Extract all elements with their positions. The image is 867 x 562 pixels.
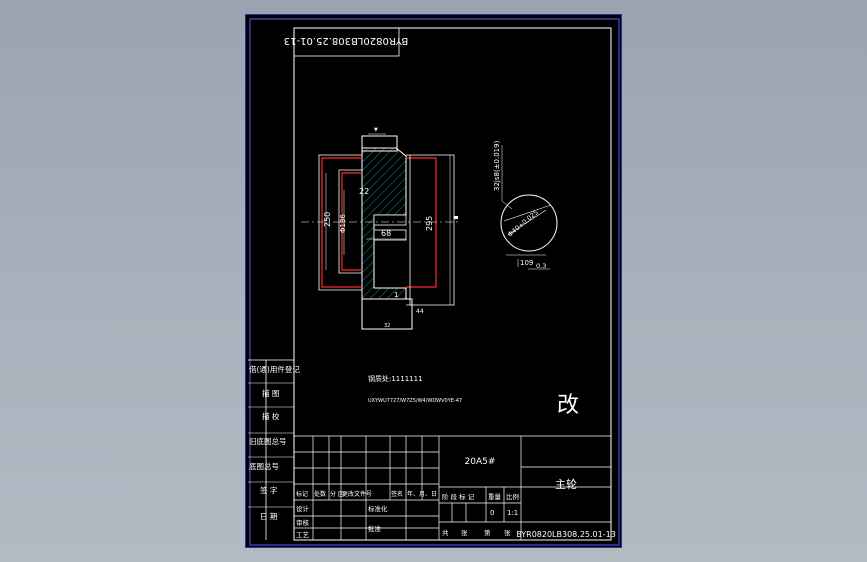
dim-109: 109 (520, 259, 533, 267)
left-label-5: 签 字 (260, 485, 277, 495)
dim-d186: Φ186 (339, 214, 347, 233)
left-profile-inner (341, 172, 362, 271)
detail-view: 32js8(±0.019) Φ40+0.025 109 0.3 (493, 140, 558, 270)
left-label-4: 底图总号 (249, 461, 279, 471)
weight-header: 重量 (488, 493, 502, 501)
bore-slot (373, 214, 407, 226)
material: 20A5# (465, 457, 496, 467)
change-col-5: 年、月、日 (407, 490, 437, 498)
left-strip: 借(通)用件登记 描 图 描 校 旧底图总号 底图总号 签 字 日 期 (248, 359, 300, 540)
change-col-0: 标记 (296, 490, 308, 498)
left-label-0: 借(通)用件登记 (249, 364, 300, 374)
top-arrow-mark: ▼ (374, 127, 378, 133)
left-label-1: 描 图 (262, 388, 279, 398)
dim-keyway: 1 (394, 291, 398, 299)
section-view: 250 Φ186 295 22 68 1 44 32 ▼ (301, 127, 461, 330)
standard-label: 标准化 (368, 504, 388, 513)
dim-250: 250 (323, 212, 332, 227)
title-block-text: 20A5# 主轮 BYR0820LB308.25.01-13 标记 处数 分 区… (296, 457, 616, 539)
dim-hub: 32 (384, 323, 390, 329)
dim-68: 68 (381, 229, 391, 238)
mirrored-drawing-number: BYR0820LB308.25.01-13 (284, 35, 408, 46)
inner-frame (293, 27, 612, 541)
left-profile-outer (321, 157, 362, 288)
scale-value: 1:1 (507, 509, 518, 517)
bottom-hub (361, 298, 413, 330)
mirrored-drawing-number-box: BYR0820LB308.25.01-13 (284, 27, 408, 57)
right-outline (406, 154, 455, 306)
left-label-6: 日 期 (260, 512, 277, 521)
notes: 钢质处:1111111 UXYWU7727/W7Z5/W4/WDWV0YE-47 (368, 374, 462, 404)
scale-header: 比例 (506, 492, 519, 501)
review-label: 审核 (296, 518, 310, 527)
sheet-total: 共 (442, 528, 449, 537)
change-col-3: 更改文件号 (342, 490, 372, 498)
part-name: 主轮 (555, 477, 577, 491)
approve-label: 批准 (368, 524, 382, 533)
change-col-1: 处数 (314, 490, 326, 498)
cad-drawing: BYR0820LB308.25.01-13 借(通)用件登记 描 图 描 校 旧… (248, 18, 620, 546)
detail-circle (500, 194, 558, 252)
left-label-3: 旧底图总号 (249, 436, 287, 446)
dim-22: 22 (359, 187, 369, 196)
bore-slot-2 (373, 229, 407, 241)
title-block (294, 435, 611, 540)
right-profile (406, 157, 437, 288)
dim-chamfer: 44 (416, 308, 424, 315)
dim-depth-tol: 0.3 (536, 262, 546, 270)
revision-mark: 改 (557, 393, 579, 418)
dim-295: 295 (425, 216, 434, 231)
note-line-1: 钢质处:1111111 (368, 374, 423, 383)
rim-marker (454, 216, 458, 219)
process-label: 工艺 (296, 531, 310, 539)
left-outline (318, 154, 362, 291)
dim-bore-tol: Φ40+0.025 (506, 208, 540, 238)
change-col-4: 签名 (391, 490, 403, 498)
outer-border (249, 18, 620, 546)
left-label-2: 描 校 (262, 411, 280, 421)
drawing-sheet: BYR0820LB308.25.01-13 借(通)用件登记 描 图 描 校 旧… (245, 14, 622, 548)
left-outline-inner (338, 169, 362, 274)
design-label: 设计 (296, 504, 310, 513)
top-hub (361, 135, 398, 152)
sheet-index: 第 (484, 528, 491, 537)
stage-header: 阶 段 标 记 (442, 492, 475, 501)
sheet-unit-1: 张 (461, 528, 468, 537)
note-line-2: UXYWU7727/W7Z5/W4/WDWV0YE-47 (368, 398, 462, 404)
weight-value: 0 (490, 509, 494, 517)
drawing-number: BYR0820LB308.25.01-13 (516, 530, 616, 539)
change-col-2: 分 区 (330, 490, 344, 498)
sheet-unit-2: 张 (504, 528, 511, 537)
dim-slot-tol: 32js8(±0.019) (493, 140, 501, 191)
